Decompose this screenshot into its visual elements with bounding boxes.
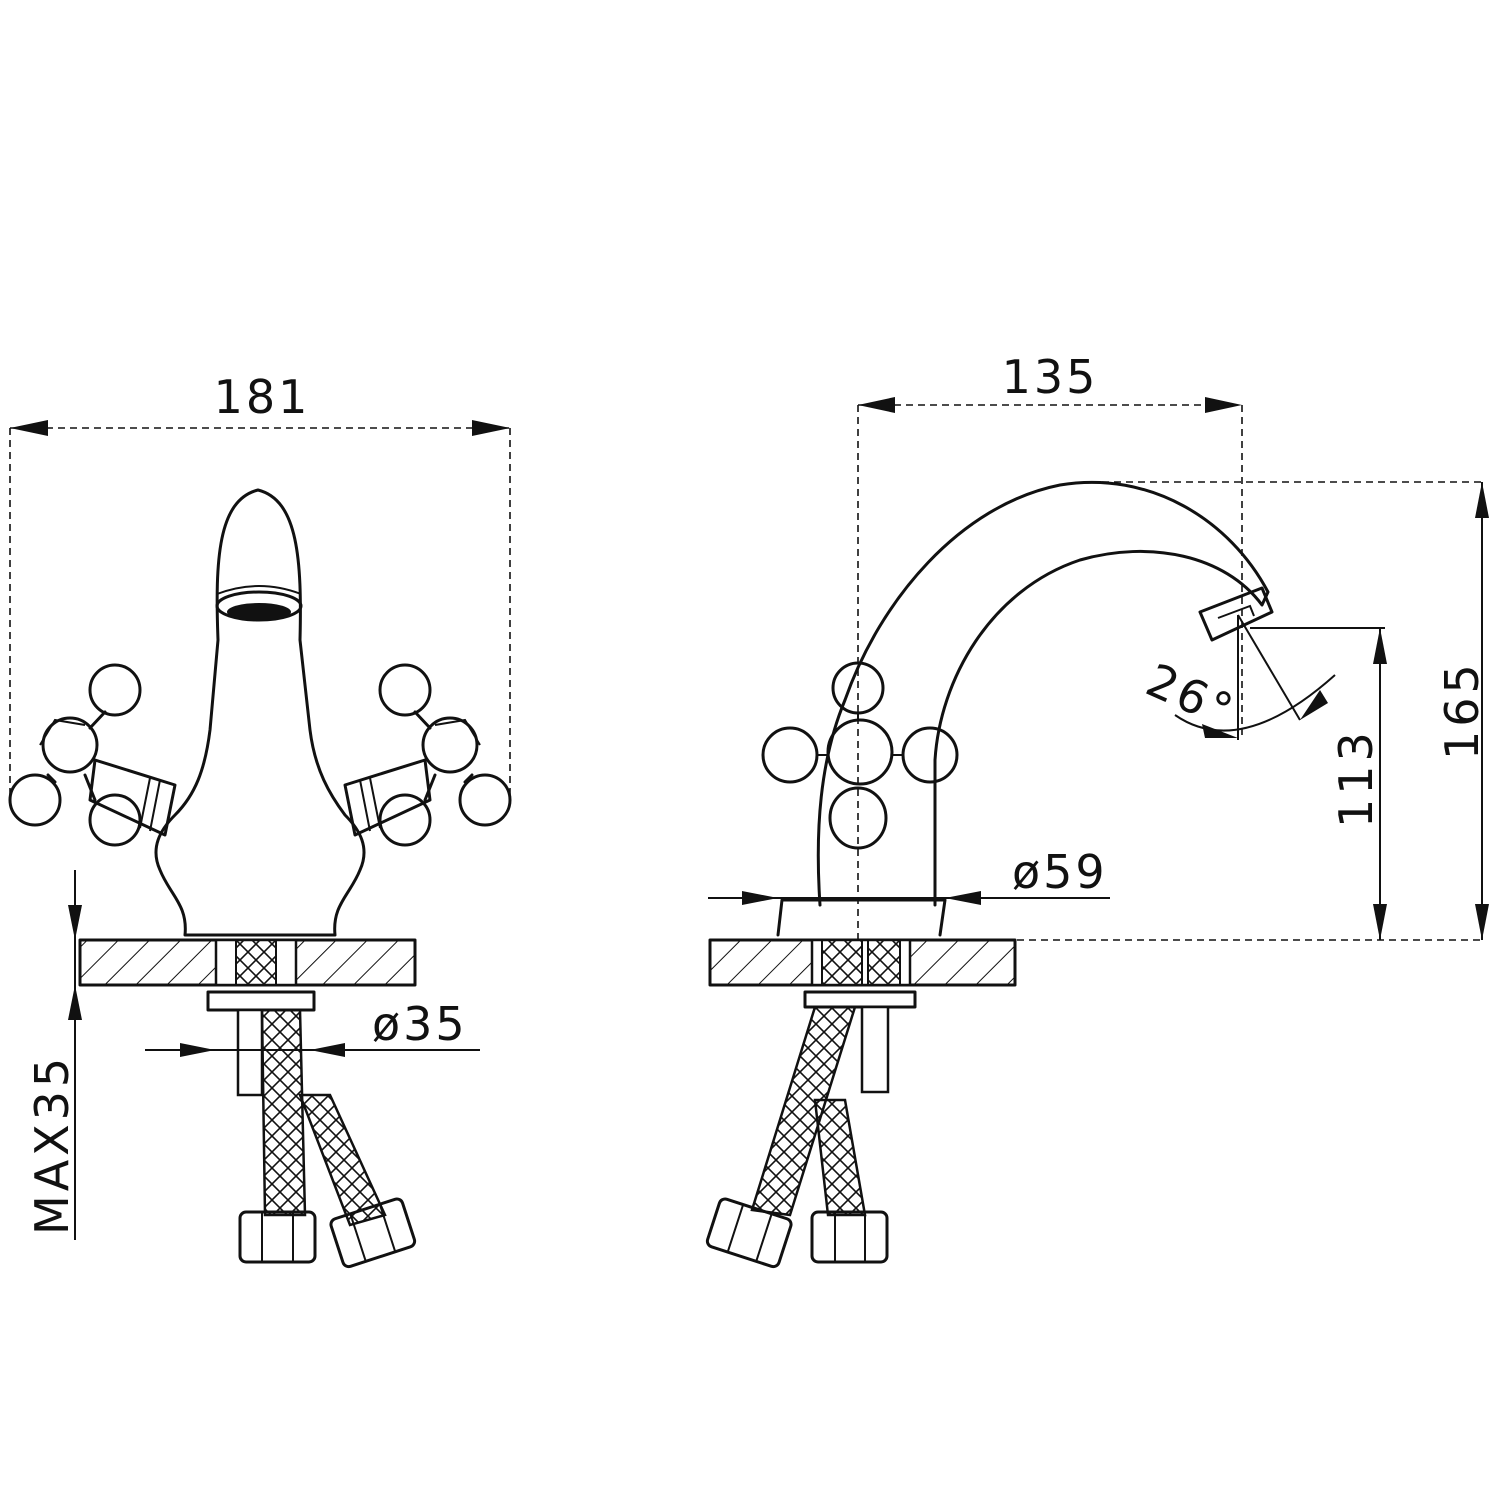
max-thickness-dimension: MAX35 bbox=[25, 870, 82, 1240]
countertop-section-side bbox=[708, 938, 1017, 1009]
max-thickness-label: MAX35 bbox=[25, 1054, 79, 1235]
arrow-down-icon bbox=[68, 905, 82, 940]
arrow-left-icon bbox=[945, 891, 981, 905]
height-dimension: 165 bbox=[1090, 481, 1489, 940]
width-dimension: 181 bbox=[9, 370, 511, 800]
arrow-up-icon bbox=[1475, 482, 1489, 518]
base-diameter-dimension: ø59 bbox=[708, 845, 1110, 905]
supply-hoses-side bbox=[705, 1005, 890, 1269]
spout-angle-dimension: 26° bbox=[1139, 614, 1336, 740]
aerator-icon bbox=[227, 603, 291, 621]
arrow-right-icon bbox=[1205, 397, 1242, 413]
arrow-down-icon bbox=[1373, 904, 1387, 940]
body-base bbox=[776, 898, 947, 937]
spout-height-label: 113 bbox=[1329, 728, 1383, 828]
arrow-right-icon bbox=[1202, 724, 1238, 738]
arrow-up-icon bbox=[68, 985, 82, 1020]
left-cross-handle-icon bbox=[8, 663, 177, 847]
arrow-right-icon bbox=[472, 420, 510, 436]
right-cross-handle-icon bbox=[343, 663, 512, 847]
arrow-left-icon bbox=[10, 420, 48, 436]
countertop-section-front bbox=[78, 938, 417, 1012]
arrow-right-icon bbox=[742, 891, 778, 905]
reach-dimension: 135 bbox=[857, 350, 1243, 940]
front-view: 181 bbox=[8, 370, 512, 1269]
faucet-body-front bbox=[154, 488, 366, 937]
side-view: 135 165 113 bbox=[705, 350, 1489, 1269]
supply-hoses-front bbox=[236, 1008, 417, 1269]
width-label: 181 bbox=[214, 370, 311, 424]
base-diameter-label: ø59 bbox=[1012, 845, 1108, 899]
spout-height-dimension: 113 bbox=[1250, 627, 1387, 940]
arrow-left-icon bbox=[858, 397, 895, 413]
side-cross-handle-icon bbox=[761, 661, 959, 850]
arrow-right-icon bbox=[180, 1043, 215, 1057]
arrow-up-icon bbox=[1373, 628, 1387, 664]
arrow-down-icon bbox=[1475, 904, 1489, 940]
reach-label: 135 bbox=[1002, 350, 1099, 404]
hose-diameter-label: ø35 bbox=[372, 997, 468, 1051]
arrow-left-icon bbox=[310, 1043, 345, 1057]
spout-angle-label: 26° bbox=[1139, 653, 1244, 739]
hose-diameter-dimension: ø35 bbox=[145, 997, 480, 1057]
height-label: 165 bbox=[1435, 660, 1489, 760]
spout-side bbox=[816, 480, 1274, 907]
arrow-left-icon bbox=[1300, 690, 1328, 720]
